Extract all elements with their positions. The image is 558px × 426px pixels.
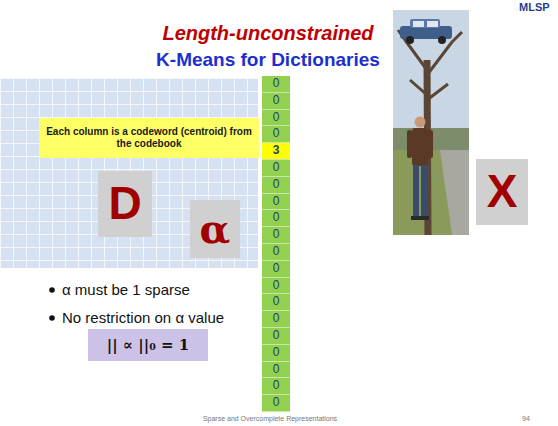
vector-entry: 0 [262,311,290,328]
vector-entry: 0 [262,227,290,244]
box-text: α [200,205,231,253]
signal-symbol-box: X [476,159,528,225]
footer-text: Sparse and Overcomplete Representations [160,415,380,422]
box-text: || ∝ ||₀ = 1 [107,336,189,354]
photo-sky [393,10,469,235]
box-text: Each column is a codeword (centroid) fro… [45,126,253,150]
photo-road [440,150,469,235]
vector-entry: 0 [262,194,290,211]
slide-title: Length-unconstrained [118,22,418,45]
car-in-tree [400,19,452,44]
vector-entry: 0 [262,294,290,311]
vector-entry: 0 [262,328,290,345]
logo-text: MLSP [519,1,550,13]
vector-entry: 0 [262,278,290,295]
vector-entry: 0 [262,378,290,395]
vector-entry: 0 [262,93,290,110]
vector-entry: 0 [262,76,290,93]
bullet-dot [49,287,55,293]
box-text: D [108,176,141,231]
vector-entry: 0 [262,345,290,362]
box-text: X [487,164,518,219]
vector-entry: 3 [262,143,290,160]
vector-entry: 0 [262,160,290,177]
matrix-symbol-box: D [98,171,152,237]
formula-box: || ∝ ||₀ = 1 [88,329,208,361]
bullet-dot [49,315,55,321]
photo [393,10,469,235]
page-number: 94 [522,415,530,422]
vector-entry: 0 [262,244,290,261]
vector-entry: 0 [262,177,290,194]
slide-subtitle: K-Means for Dictionaries [118,49,418,71]
vector-symbol-box: α [190,200,240,258]
vector-entry: 0 [262,261,290,278]
vector-entry: 0 [262,210,290,227]
vector-entry: 0 [262,126,290,143]
vector-entry: 0 [262,395,290,412]
vector-entry: 0 [262,110,290,127]
man [407,117,433,221]
matrix-grid [0,78,258,268]
caption-box: Each column is a codeword (centroid) fro… [39,118,259,158]
bullet-text: α must be 1 sparse [62,281,190,298]
tree-branches [398,30,462,100]
vector-entry: 0 [262,362,290,379]
bullet-text: No restriction on α value [62,309,224,326]
